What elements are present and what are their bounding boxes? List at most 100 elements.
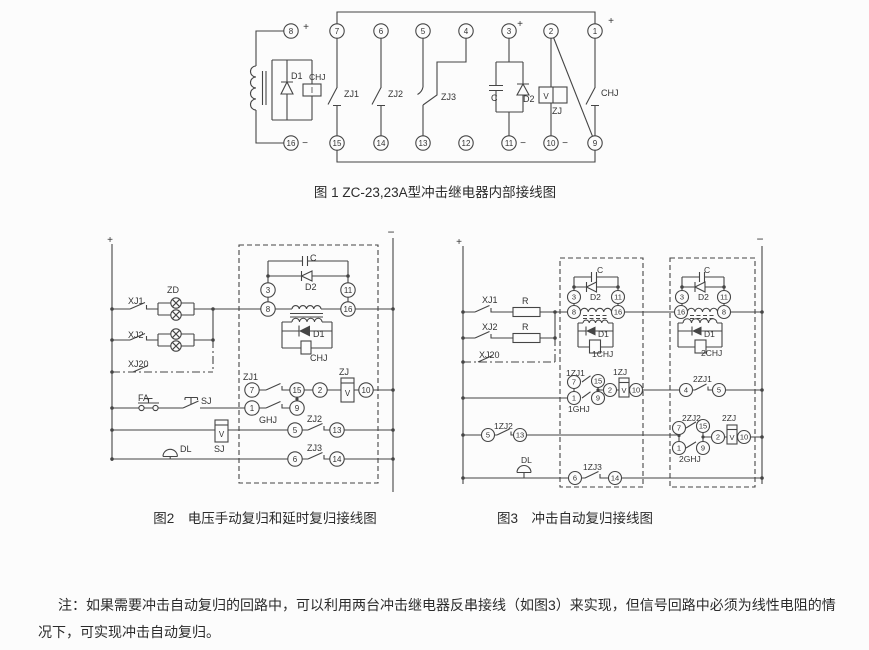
fig2-terminal-3: 3 (266, 286, 271, 295)
terminal-circle (289, 382, 305, 398)
terminal-circle (587, 135, 603, 151)
fig3-b1-label-d2: D2 (590, 292, 601, 302)
note-text-line2: 况下，可实现冲击自动复归。 (38, 624, 220, 640)
fig3-xj20-contact (477, 354, 493, 363)
fig3-label-2chj: 2CHJ (701, 348, 722, 358)
fig3-b1-terminal-16: 16 (614, 308, 622, 317)
fig1-label-chj-coil: CHJ (309, 72, 326, 82)
fig3-label-1zj2: 1ZJ2 (494, 421, 513, 431)
terminal-circle (736, 429, 752, 445)
fig3-b2-terminal-16: 16 (677, 308, 685, 317)
fig3-relay2-dashed-box (669, 257, 756, 488)
terminal-circle (329, 451, 345, 467)
fig3-label-v-1zj: V (621, 386, 626, 395)
fig2-label-sj-coil: SJ (214, 444, 225, 454)
terminal-circle (340, 282, 356, 298)
fig2-terminal-16: 16 (344, 305, 353, 314)
fig3-box1-d2-diode (585, 281, 598, 293)
fig3-b2-terminal-15: 15 (699, 422, 707, 431)
fig3-b1-terminal-8: 8 (572, 308, 576, 317)
fig2-c-branch (267, 256, 349, 276)
terminal-circle (695, 440, 711, 456)
terminal-circle (283, 23, 299, 39)
fig3-label-2zj: 2ZJ (722, 413, 736, 423)
fig2-label-d2: D2 (305, 282, 317, 292)
terminal-circle (283, 135, 299, 151)
fig2-zj2-contact (302, 422, 393, 431)
terminal-circle (716, 289, 732, 305)
fig3-box2-transformer-primary (686, 307, 719, 313)
fig3-terminal-10: 10 (632, 386, 640, 395)
fig3-b2-terminal-10: 10 (740, 433, 748, 442)
fig1-chj-contact (585, 38, 599, 136)
fig1-terminal-5: 5 (421, 27, 426, 36)
fig1-d1-diode (280, 80, 294, 95)
terminal-circle (671, 420, 687, 436)
fig1-terminal-13: 13 (419, 139, 428, 148)
fig2-terminal-9: 9 (295, 404, 300, 413)
terminal-circle (602, 382, 618, 398)
fig1-label-d1: D1 (291, 71, 303, 81)
fig1-terminal-10: 10 (547, 139, 556, 148)
fig3-plus: + (456, 237, 462, 248)
terminal-circle (671, 440, 687, 456)
fig1-zj2-contact (371, 38, 385, 136)
fig2-label-v-zj: V (345, 389, 351, 398)
fig3-label-dl: DL (521, 455, 532, 465)
fig2-d2-diode (300, 270, 313, 282)
fig3-xj1-contact (463, 304, 568, 313)
figure3-caption: 图3 冲击自动复归接线图 (497, 510, 653, 526)
fig3-box1-transformer-primary (579, 307, 613, 313)
fig3-b1-label-c: C (597, 265, 603, 275)
fig1-minus-10: − (562, 138, 568, 149)
terminal-circle (512, 427, 528, 443)
fig1-plus-1: + (608, 16, 614, 27)
terminal-circle (329, 422, 345, 438)
fig3-label-1chj: 1CHJ (592, 349, 613, 359)
fig1-terminal-2: 2 (549, 27, 554, 36)
fig1-terminal-9: 9 (593, 139, 598, 148)
fig3-b2-terminal-1: 1 (677, 444, 681, 453)
terminal-circle (312, 382, 328, 398)
fig3-b1-terminal-3: 3 (572, 293, 576, 302)
fig2-terminal-15: 15 (293, 386, 302, 395)
fig1-label-zj1: ZJ1 (344, 89, 359, 99)
fig3-box2-d1-diode (692, 326, 702, 336)
fig1-minus-16: − (302, 138, 308, 149)
terminal-circle (458, 135, 474, 151)
fig1-transformer-core (261, 71, 267, 105)
terminal-circle (373, 23, 389, 39)
fig3-wires (461, 246, 764, 488)
terminal-circle (289, 400, 305, 416)
terminal-circle (329, 135, 345, 151)
fig2-d1-diode (299, 325, 310, 337)
fig3-b2-terminal-2: 2 (716, 433, 720, 442)
fig3-1chj-coil-box (588, 339, 602, 354)
terminal-circle (287, 451, 303, 467)
figure2-caption: 图2 电压手动复归和延时复归接线图 (153, 510, 377, 526)
fig3-xj2-contact (463, 330, 555, 339)
fig3-r2-resistor (512, 332, 541, 344)
fig2-terminal-8: 8 (266, 305, 271, 314)
fig3-minus: − (756, 232, 763, 246)
fig1-wires (250, 11, 599, 163)
pushbutton-contact (152, 404, 159, 412)
fig3-label-1zj3: 1ZJ3 (583, 462, 602, 472)
fig2-terminal-10: 10 (362, 386, 371, 395)
fig2-label-xj1: XJ1 (128, 296, 144, 306)
terminal-circle (340, 301, 356, 317)
fig2-minus: − (387, 225, 394, 239)
terminal-circle (244, 400, 260, 416)
terminal-circle (287, 422, 303, 438)
terminal-circle (260, 301, 276, 317)
fig3-label-2ghj: 2GHJ (679, 454, 701, 464)
fig3-b2-label-c: C (704, 265, 710, 275)
terminal-circle (673, 304, 689, 320)
fig3-b2-terminal-11: 11 (720, 293, 728, 302)
terminal-circle (590, 373, 606, 389)
fig2-label-xj2: XJ2 (128, 330, 144, 340)
fig2-zj1-contact (259, 382, 290, 391)
fig2-plus: + (107, 235, 113, 246)
fig3-b2-terminal-3: 3 (680, 293, 684, 302)
fig2-label-d1: D1 (313, 329, 325, 339)
